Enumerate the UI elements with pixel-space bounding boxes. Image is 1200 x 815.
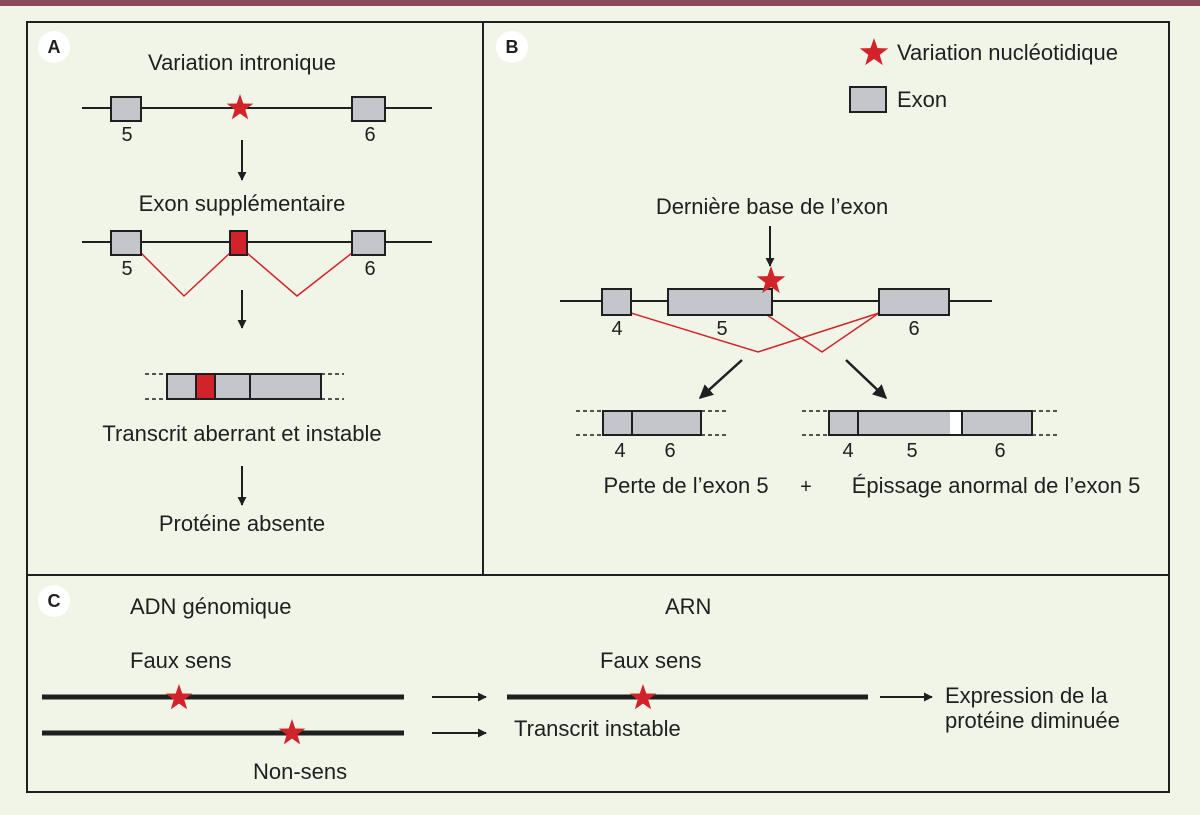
exon-5-label: 5: [716, 318, 728, 340]
plus-sign: +: [800, 476, 812, 498]
dna-nonsense-star: [278, 719, 306, 745]
exon-6-box: [878, 288, 950, 316]
panel-a-gene-1: [82, 94, 432, 122]
exon-6-label: 6: [364, 258, 376, 280]
dna-missense-label: Faux sens: [130, 648, 232, 673]
exon-4-label: 4: [614, 440, 626, 462]
unstable-transcript-label: Transcrit instable: [514, 716, 681, 741]
outcome-line-2: protéine diminuée: [945, 708, 1120, 733]
extra-exon-box: [229, 230, 248, 256]
exon-skipping-transcript: [576, 410, 728, 436]
exon-5-label: 5: [121, 124, 133, 146]
legend-star-icon: [859, 38, 889, 66]
legend-exon-box: [849, 86, 887, 113]
exon-6-label: 6: [364, 124, 376, 146]
arrow-b-right: [845, 359, 888, 399]
intronic-variant-star: [226, 94, 254, 120]
exon-6-label: 6: [908, 318, 920, 340]
exon-6-label: 6: [664, 440, 676, 462]
rna-heading: ARN: [665, 594, 712, 619]
panel-b-badge: B: [496, 31, 528, 63]
exon-6-box: [351, 230, 386, 256]
abnormal-splicing-transcript: [802, 410, 1057, 436]
exon-5-label: 5: [906, 440, 918, 462]
rna-missense-star: [629, 684, 657, 710]
exon-4-label: 4: [611, 318, 623, 340]
exon-5-box: [110, 96, 142, 122]
exon-5-box: [110, 230, 142, 256]
absent-protein-label: Protéine absente: [158, 511, 326, 536]
extra-exon-title: Exon supplémentaire: [138, 191, 346, 216]
top-bar: [0, 0, 1200, 6]
dna-heading: ADN génomique: [130, 594, 292, 619]
panel-c-frame: [26, 574, 1170, 793]
panel-a-badge: A: [38, 31, 70, 63]
exon-6-box: [351, 96, 386, 122]
exon-6-label: 6: [994, 440, 1006, 462]
last-base-label: Dernière base de l’exon: [655, 194, 889, 219]
exon-5-box: [667, 288, 773, 316]
panel-c-badge: C: [38, 585, 70, 617]
exon-4-label: 4: [842, 440, 854, 462]
dna-nonsense-label: Non-sens: [253, 759, 348, 784]
aberrant-transcript: [145, 373, 344, 400]
outcome-line-1: Expression de la: [945, 683, 1108, 708]
panel-a-title: Variation intronique: [148, 50, 336, 75]
skip-splice-line: [630, 312, 880, 353]
legend-star-label: Variation nucléotidique: [897, 40, 1118, 65]
aberrant-splice-line: [763, 312, 880, 353]
panel-a-gene-2: [82, 230, 432, 298]
splice-line-b: [246, 252, 353, 297]
arrow-b-left: [698, 359, 743, 399]
splice-line-a: [140, 252, 231, 298]
panel-b-gene: [560, 266, 992, 353]
transcript-extra-exon: [195, 373, 216, 400]
exon-loss-label: Perte de l’exon 5: [603, 473, 769, 498]
legend-exon-label: Exon: [897, 87, 948, 112]
rna-missense-label: Faux sens: [600, 648, 702, 673]
panel-a-frame: [26, 21, 484, 576]
aberrant-transcript-label: Transcrit aberrant et instable: [102, 421, 382, 446]
exon-5-label: 5: [121, 258, 133, 280]
dna-missense-star: [165, 684, 193, 710]
retained-gap: [950, 412, 962, 434]
abnormal-splicing-label: Épissage anormal de l’exon 5: [851, 473, 1141, 498]
exon-4-box: [601, 288, 632, 316]
